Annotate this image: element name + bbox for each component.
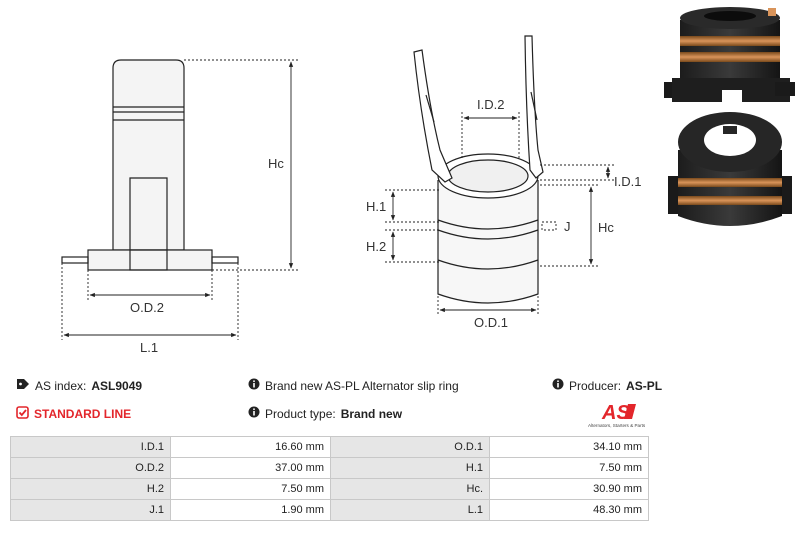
- slip-ring-drawing: [413, 35, 544, 304]
- dim-label-od2: O.D.2: [130, 300, 164, 315]
- spec-value: 34.10 mm: [489, 436, 649, 458]
- dim-label-l1: L.1: [140, 340, 158, 355]
- dim-label-id2: I.D.2: [477, 97, 504, 112]
- product-photo-bottom: [668, 112, 792, 226]
- producer-value: AS-PL: [626, 378, 663, 393]
- spec-value: 7.50 mm: [489, 457, 649, 479]
- spec-label: Hc.: [330, 478, 490, 500]
- dim-label-hc-left: Hc: [268, 156, 284, 171]
- info-icon: [552, 378, 564, 393]
- logo-tagline: Alternators, Starters & Parts: [588, 423, 646, 428]
- spec-label: I.D.1: [10, 436, 171, 458]
- dim-label-h1: H.1: [366, 199, 386, 214]
- dim-label-od1: O.D.1: [474, 315, 508, 330]
- as-index: AS index: ASL9049: [16, 378, 142, 393]
- table-row: H.2 7.50 mm Hc. 30.90 mm: [10, 478, 649, 500]
- dim-label-h2: H.2: [366, 239, 386, 254]
- checkbox-icon: [16, 406, 29, 422]
- side-view-drawing: [61, 59, 239, 271]
- as-index-value: ASL9049: [91, 378, 143, 393]
- spec-label: H.2: [10, 478, 171, 500]
- tag-icon: [16, 378, 30, 393]
- spec-label: O.D.2: [10, 457, 171, 479]
- specs-table: I.D.1 16.60 mm O.D.1 34.10 mm O.D.2 37.0…: [10, 436, 649, 521]
- spec-value: 1.90 mm: [170, 499, 331, 521]
- product-description: Brand new AS-PL Alternator slip ring: [248, 378, 459, 393]
- producer: Producer: AS-PL: [552, 378, 662, 393]
- product-type: Product type: Brand new: [248, 406, 402, 421]
- info-icon: [248, 406, 260, 421]
- slip-ring-dimensions: [385, 112, 615, 316]
- spec-label: L.1: [330, 499, 490, 521]
- dim-label-j: J: [564, 219, 571, 234]
- standard-line-label: STANDARD LINE: [34, 407, 132, 421]
- product-line: STANDARD LINE: [16, 406, 131, 422]
- as-pl-logo: AS Alternators, Starters & Parts: [588, 402, 646, 428]
- dim-label-hc-right: Hc: [598, 220, 614, 235]
- as-index-label: AS index:: [35, 378, 87, 393]
- side-view-dimensions: [61, 59, 298, 340]
- spec-value: 7.50 mm: [170, 478, 331, 500]
- product-photo-top: [664, 7, 795, 102]
- product-info: AS index: ASL9049 STANDARD LINE Brand ne…: [0, 378, 800, 428]
- producer-label: Producer:: [569, 378, 622, 393]
- info-icon: [248, 378, 260, 393]
- table-row: O.D.2 37.00 mm H.1 7.50 mm: [10, 457, 649, 479]
- description-text: Brand new AS-PL Alternator slip ring: [265, 378, 459, 393]
- product-type-label: Product type:: [265, 406, 336, 421]
- table-row: J.1 1.90 mm L.1 48.30 mm: [10, 499, 649, 521]
- logo-mark: AS: [601, 402, 630, 424]
- spec-value: 37.00 mm: [170, 457, 331, 479]
- product-type-value: Brand new: [340, 406, 403, 421]
- dim-label-id1: I.D.1: [614, 174, 641, 189]
- spec-value: 30.90 mm: [489, 478, 649, 500]
- spec-value: 16.60 mm: [170, 436, 331, 458]
- technical-drawings: Hc O.D.2 L.1 I.D.2 I.D.1 H.1: [61, 7, 795, 355]
- spec-label: O.D.1: [330, 436, 490, 458]
- table-row: I.D.1 16.60 mm O.D.1 34.10 mm: [10, 436, 649, 458]
- spec-value: 48.30 mm: [489, 499, 649, 521]
- spec-label: H.1: [330, 457, 490, 479]
- spec-label: J.1: [10, 499, 171, 521]
